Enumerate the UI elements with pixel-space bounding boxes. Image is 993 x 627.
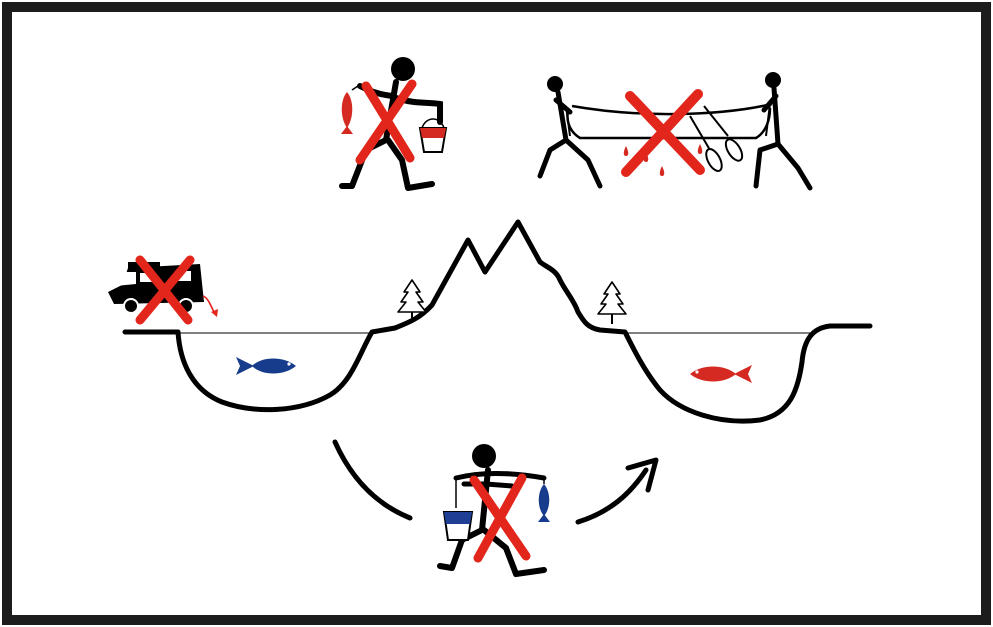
illustration-canvas <box>0 0 993 627</box>
